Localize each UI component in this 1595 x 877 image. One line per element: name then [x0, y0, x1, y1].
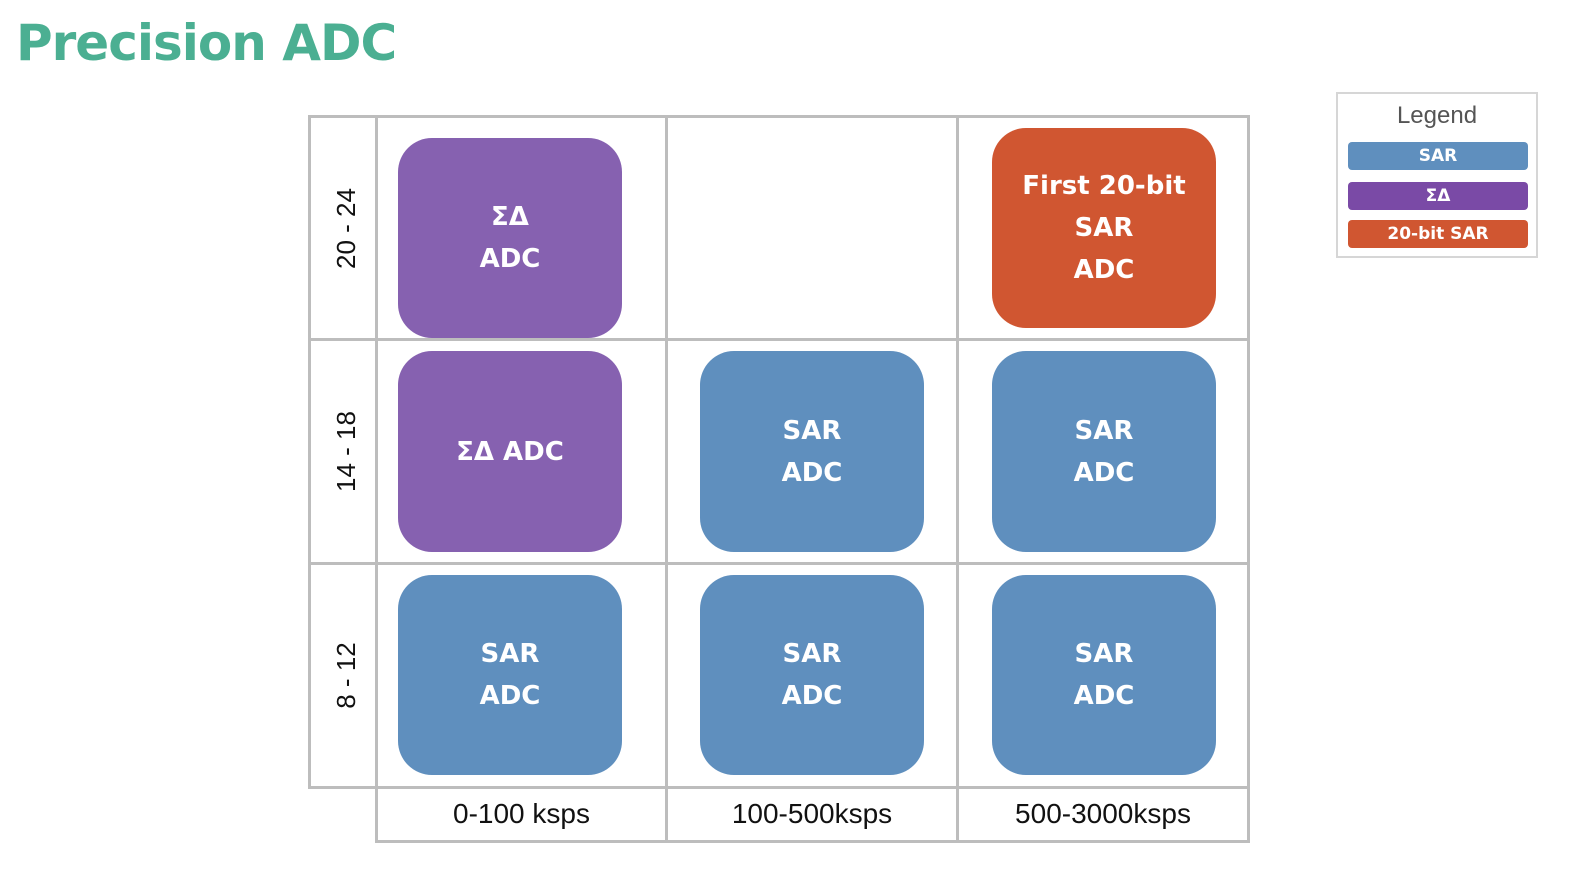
cell-sigma-delta-adc: ΣΔ ADC [398, 138, 622, 338]
legend-item-sigma-delta: ΣΔ [1348, 182, 1528, 210]
cell-sar-adc: SAR ADC [398, 575, 622, 775]
row-label-8-12: 8 - 12 [330, 642, 361, 709]
grid-line [1247, 115, 1250, 843]
row-label-14-18: 14 - 18 [330, 411, 361, 492]
grid-line [956, 115, 959, 843]
legend: Legend SAR ΣΔ 20-bit SAR [1336, 92, 1538, 258]
grid-line [375, 115, 378, 843]
grid-line [308, 562, 1250, 565]
cell-sar-adc: SAR ADC [700, 351, 924, 552]
grid-line [308, 786, 1250, 789]
legend-item-20bit-sar: 20-bit SAR [1348, 220, 1528, 248]
cell-sar-adc: SAR ADC [992, 351, 1216, 552]
grid-line [308, 115, 311, 789]
cell-sar-adc: SAR ADC [700, 575, 924, 775]
cell-sigma-delta-adc: ΣΔ ADC [398, 351, 622, 552]
cell-first-20bit-sar-adc: First 20-bit SAR ADC [992, 128, 1216, 328]
grid-line [308, 338, 1250, 341]
page-title: Precision ADC [16, 14, 397, 72]
cell-sar-adc: SAR ADC [992, 575, 1216, 775]
grid-line [308, 115, 1250, 118]
legend-item-sar: SAR [1348, 142, 1528, 170]
grid-line [375, 840, 1250, 843]
column-label-100-500: 100-500ksps [731, 798, 893, 829]
grid-line [665, 115, 668, 843]
legend-title: Legend [1396, 102, 1478, 129]
column-label-500-3000: 500-3000ksps [1015, 798, 1191, 829]
row-label-20-24: 20 - 24 [330, 187, 361, 269]
column-label-0-100: 0-100 ksps [453, 798, 590, 829]
